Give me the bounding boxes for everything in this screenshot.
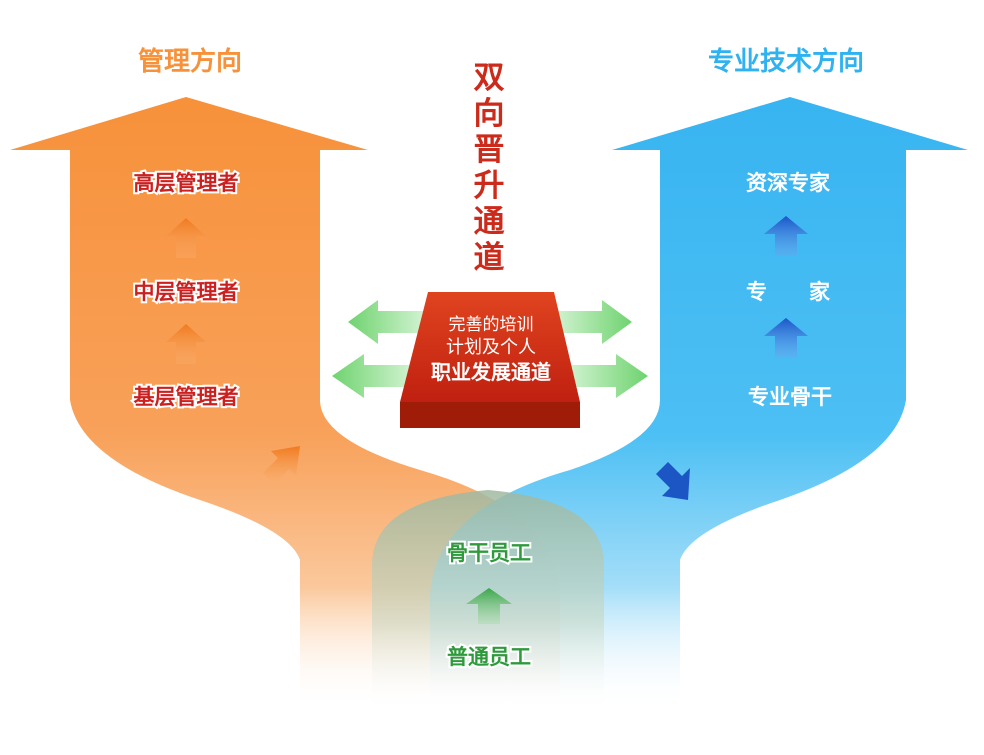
middle-manager-label: 中层管理者: [134, 280, 239, 304]
blue-up-arrow-icon: [764, 318, 808, 358]
orange-diagonal-arrow-icon: [263, 446, 300, 484]
vertical-title-char: 晋: [474, 132, 505, 168]
junior-manager-label: 基层管理者: [134, 385, 239, 409]
blue-diagonal-arrow-icon: [656, 462, 690, 500]
management-levels: 高层管理者 中层管理者 基层管理者: [132, 169, 241, 411]
expert-label: 专 家: [746, 280, 831, 304]
vertical-title-char: 通: [474, 204, 505, 240]
technical-direction-title: 专业技术方向: [708, 46, 864, 77]
center-box-line-3: 职业发展通道: [431, 360, 551, 384]
center-box: 完善的培训 计划及个人 职业发展通道: [400, 292, 580, 428]
center-box-line-2: 计划及个人: [446, 337, 536, 358]
senior-manager-label: 高层管理者: [134, 171, 239, 195]
green-right-arrow-icon: [550, 300, 632, 344]
technical-levels: 资深专家 专 家 专业骨干: [746, 171, 832, 409]
regular-employee-label: 普通员工: [447, 645, 531, 669]
center-box-line-1: 完善的培训: [449, 315, 534, 335]
vertical-title-char: 双: [474, 60, 505, 96]
green-up-arrow-icon: [466, 588, 512, 624]
vertical-title-char: 道: [474, 240, 505, 276]
orange-up-arrow-icon: [166, 218, 206, 258]
orange-up-arrow-icon: [166, 324, 206, 364]
vertical-title-char: 向: [474, 96, 505, 132]
senior-expert-label: 资深专家: [746, 171, 831, 195]
blue-up-arrow-icon: [764, 216, 808, 256]
green-left-arrow-icon: [348, 300, 430, 344]
backbone-employee-label: 骨干员工: [447, 541, 531, 565]
green-right-arrow-icon: [562, 354, 648, 398]
vertical-title-char: 升: [474, 168, 505, 204]
management-direction-title: 管理方向: [138, 46, 242, 77]
vertical-title: 双 向 晋 升 通 道: [474, 60, 505, 276]
professional-backbone-label: 专业骨干: [748, 385, 832, 409]
green-left-arrow-icon: [332, 354, 418, 398]
